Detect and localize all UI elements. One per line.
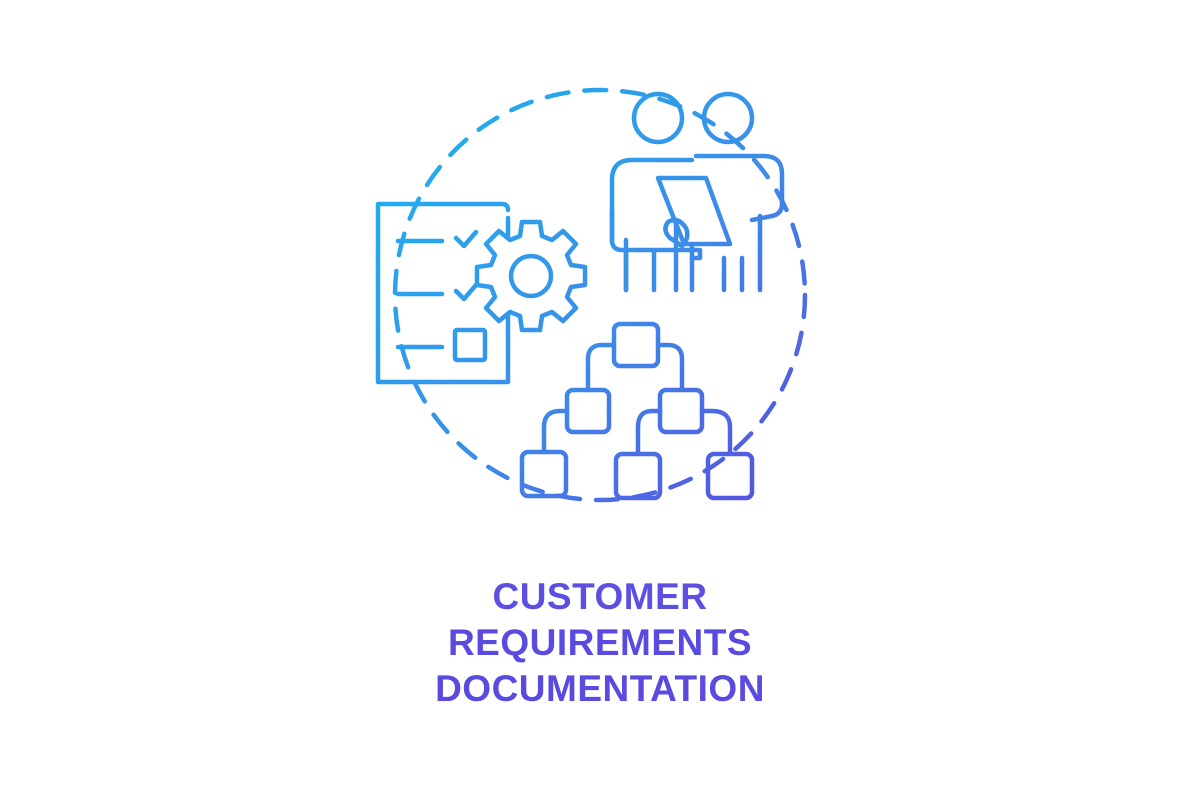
caption-line-1: CUSTOMER (492, 576, 708, 617)
checklist-document-icon (375, 201, 511, 385)
caption-line-3: DOCUMENTATION (435, 668, 765, 709)
dashed-circle-icon (392, 87, 808, 503)
caption-line-2: REQUIREMENTS (447, 622, 753, 663)
gear-icon (474, 219, 588, 333)
customer-requirements-illustration (375, 87, 808, 503)
hierarchy-chart-icon (519, 321, 755, 501)
clipboard-icon (655, 175, 733, 249)
caption-title: CUSTOMER REQUIREMENTS DOCUMENTATION (0, 574, 1200, 712)
two-people-icon (609, 91, 785, 293)
